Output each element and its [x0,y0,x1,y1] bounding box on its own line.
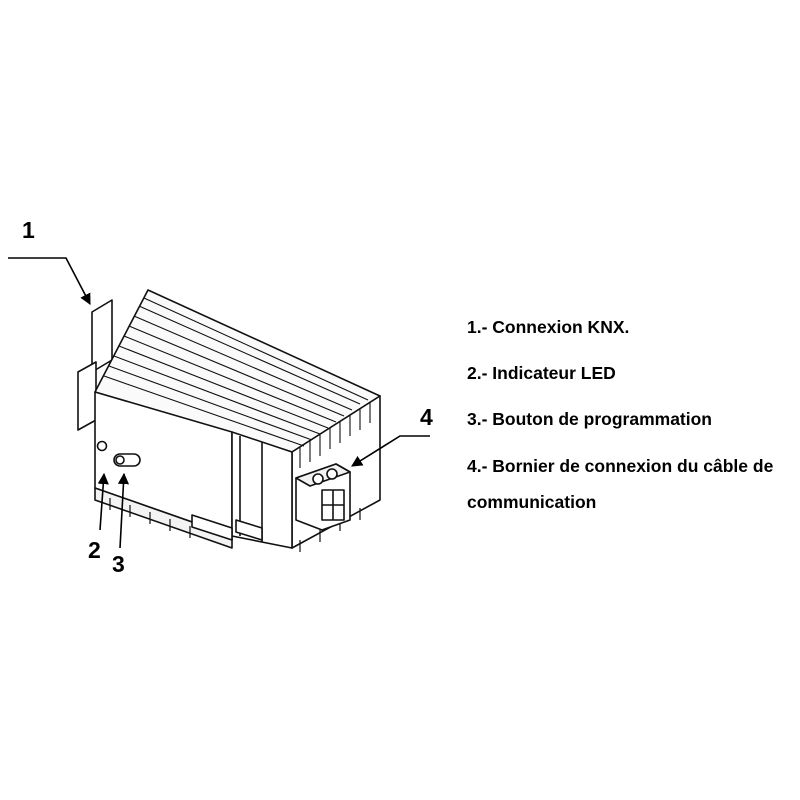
legend-item-3: 3.- Bouton de programmation [467,409,712,429]
callout-number-4: 4 [420,404,433,430]
terminal-block [295,463,351,531]
programming-button [113,453,141,467]
callout-leaders [8,257,430,549]
leader-4 [351,435,430,467]
leader-2 [97,472,109,531]
legend: 1.- Connexion KNX. 2.- Indicateur LED 3.… [467,310,797,532]
callout-number-2: 2 [88,537,101,563]
led-indicator [96,440,108,452]
knx-device-illustration [77,289,381,552]
legend-item-1: 1.- Connexion KNX. [467,317,630,337]
leader-3 [117,472,130,549]
leader-1 [8,257,91,305]
callout-number-3: 3 [112,551,125,577]
callout-number-1: 1 [22,217,35,243]
legend-item-4: 4.- Bornier de connexion du câble de com… [467,456,774,512]
legend-item-2: 2.- Indicateur LED [467,363,616,383]
